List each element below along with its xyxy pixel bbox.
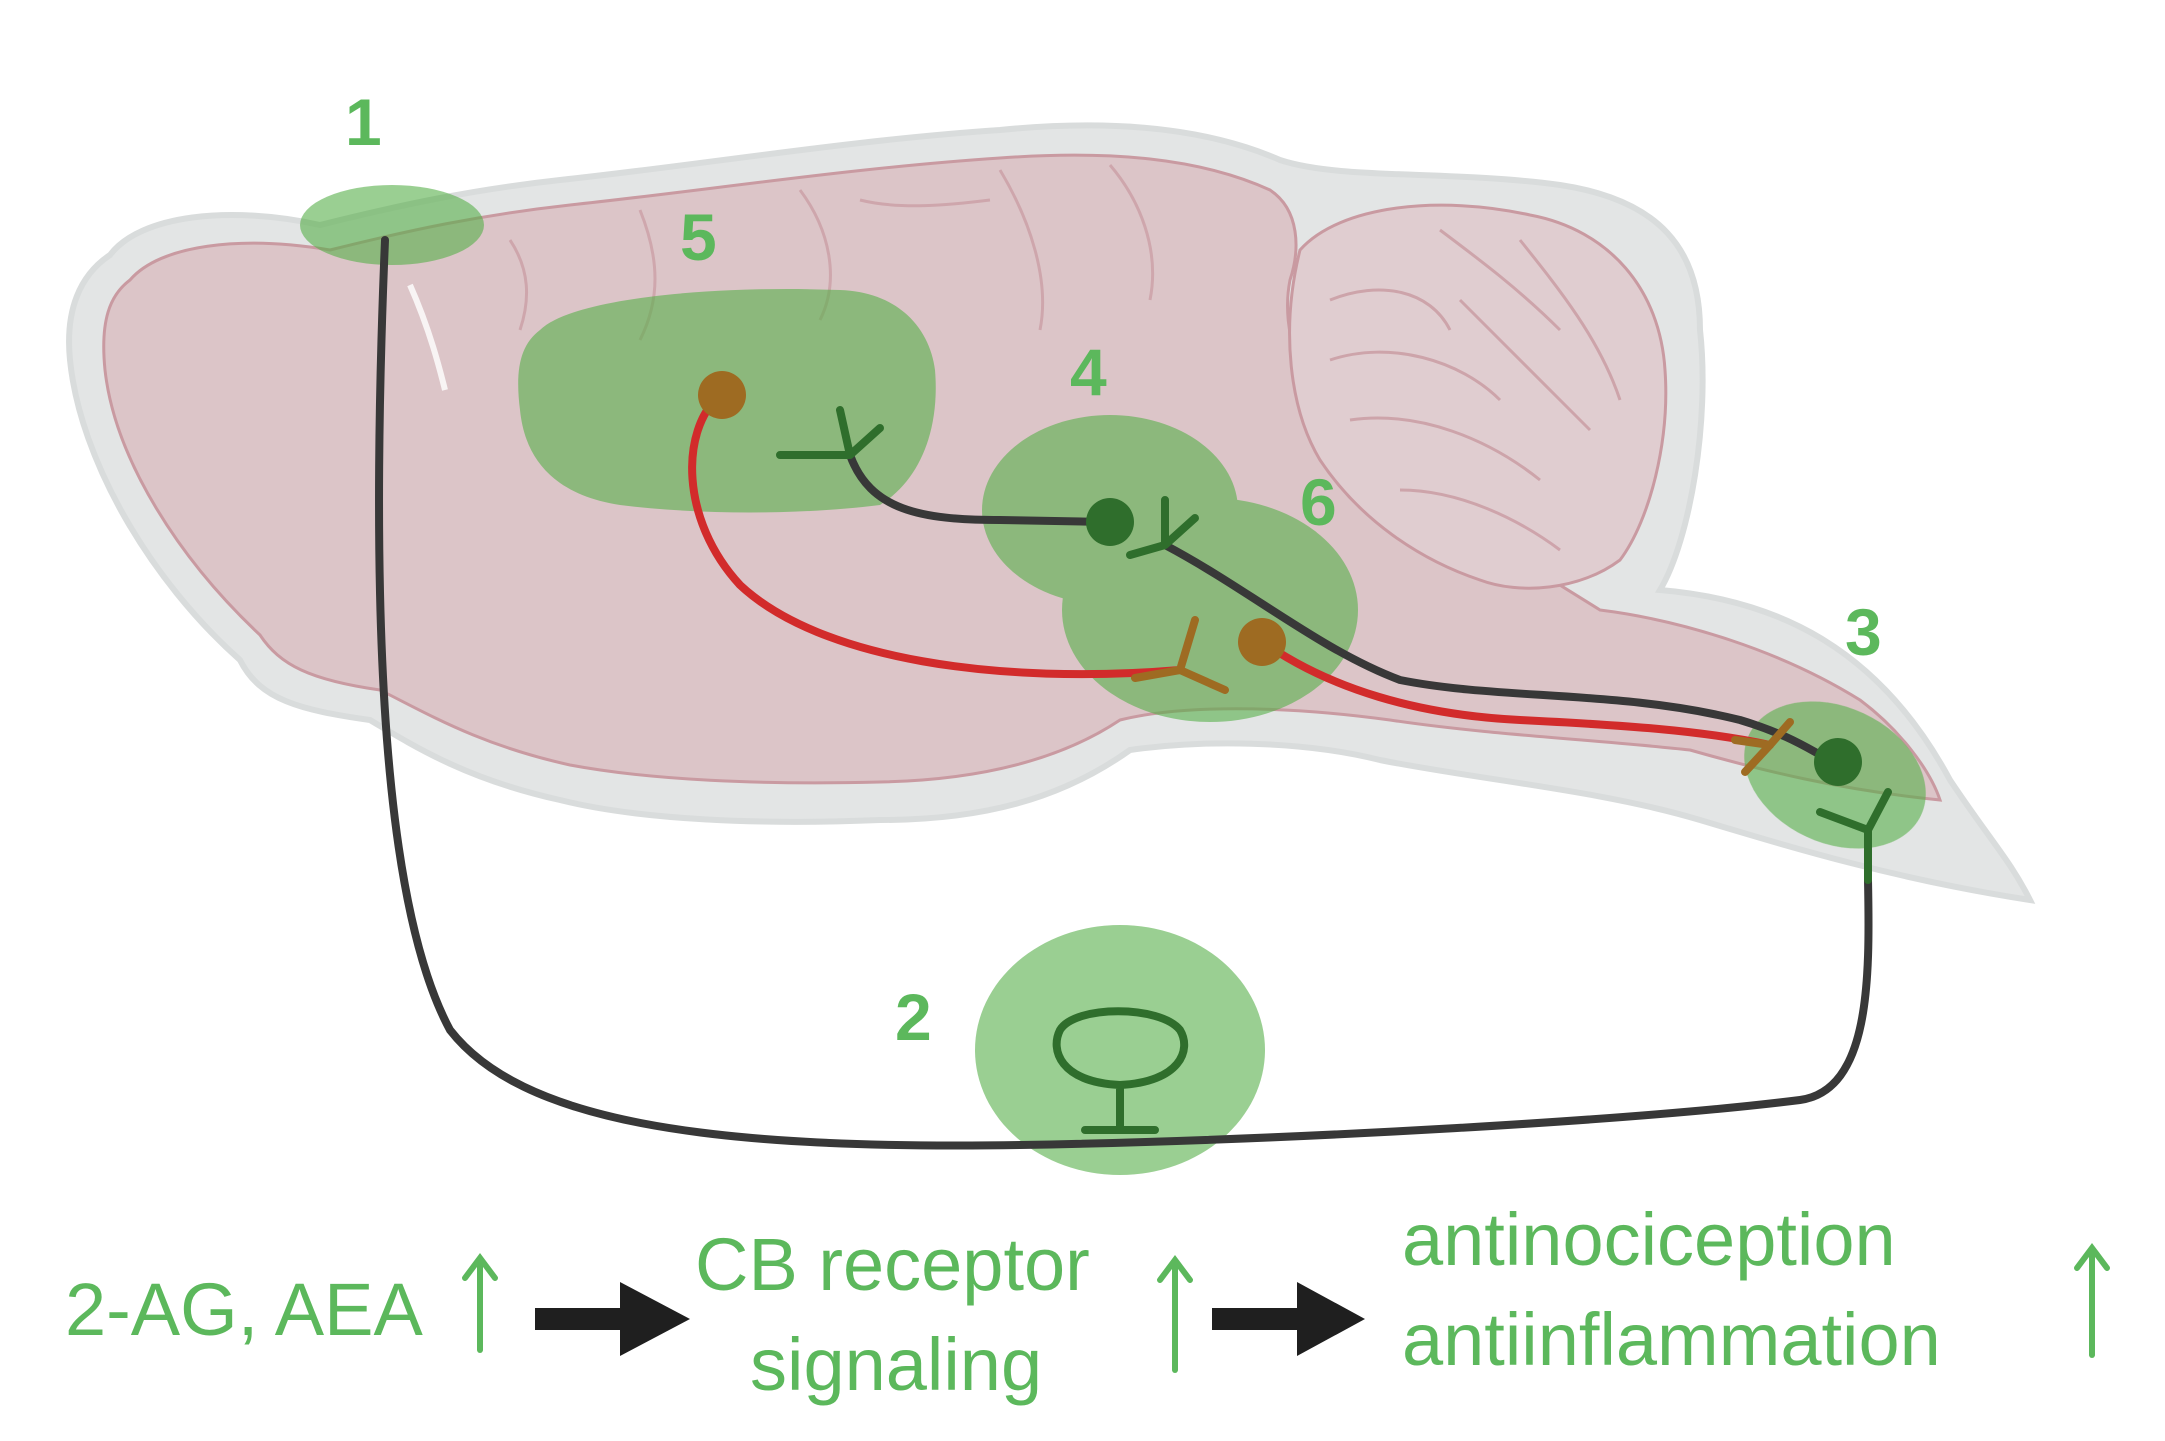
region-label-3: 3 bbox=[1845, 595, 1882, 669]
flow-summary: 2-AG, AEA CB receptor signaling antinoci… bbox=[65, 1198, 2110, 1406]
flow-step-2-line-1: CB receptor bbox=[695, 1223, 1090, 1306]
up-arrow-icon bbox=[1157, 1255, 1193, 1373]
terminal-4 bbox=[1126, 496, 1199, 559]
pathway-descending bbox=[374, 236, 1873, 1150]
cerebellum-folds bbox=[1329, 228, 1622, 552]
soma-green-4 bbox=[1086, 498, 1134, 546]
region-label-5: 5 bbox=[680, 200, 717, 274]
up-arrow-icon bbox=[2074, 1243, 2110, 1358]
region-label-2: 2 bbox=[895, 980, 932, 1054]
neuron-somas bbox=[698, 371, 1862, 786]
flow-step-1: 2-AG, AEA bbox=[65, 1268, 423, 1351]
terminal-3b bbox=[1816, 788, 1892, 884]
right-arrow-icon bbox=[1212, 1282, 1365, 1356]
region-2 bbox=[975, 925, 1265, 1175]
synapse-terminals bbox=[776, 406, 1892, 884]
olfactory-fold bbox=[407, 283, 448, 391]
pathway-5-to-4 bbox=[846, 451, 1109, 526]
pathway-4-to-3 bbox=[1161, 541, 1834, 764]
pathway-red-6-to-3 bbox=[1256, 636, 1774, 749]
region-label-1: 1 bbox=[345, 85, 382, 159]
terminal-5 bbox=[776, 406, 884, 459]
region-label-6: 6 bbox=[1300, 465, 1337, 539]
region-labels: 1 5 4 6 3 2 bbox=[345, 85, 1882, 1054]
cerebellum bbox=[1288, 203, 1668, 590]
vessel-icon bbox=[1052, 1007, 1189, 1134]
right-arrow-icon bbox=[535, 1282, 690, 1356]
up-arrow-icon bbox=[462, 1253, 498, 1353]
flow-step-2-line-2: signaling bbox=[750, 1323, 1042, 1406]
soma-brown-5 bbox=[698, 371, 746, 419]
region-label-4: 4 bbox=[1070, 335, 1107, 409]
terminal-3a bbox=[1731, 718, 1794, 776]
soma-brown-6 bbox=[1238, 618, 1286, 666]
region-1 bbox=[300, 185, 484, 265]
soma-green-3 bbox=[1814, 738, 1862, 786]
flow-step-3-line-2: antiinflammation bbox=[1402, 1298, 1941, 1381]
pathway-red-5-to-6 bbox=[688, 391, 1184, 679]
flow-step-3-line-1: antinociception bbox=[1402, 1198, 1896, 1281]
terminal-6 bbox=[1131, 616, 1229, 694]
neuron-pathways bbox=[374, 236, 1873, 1150]
